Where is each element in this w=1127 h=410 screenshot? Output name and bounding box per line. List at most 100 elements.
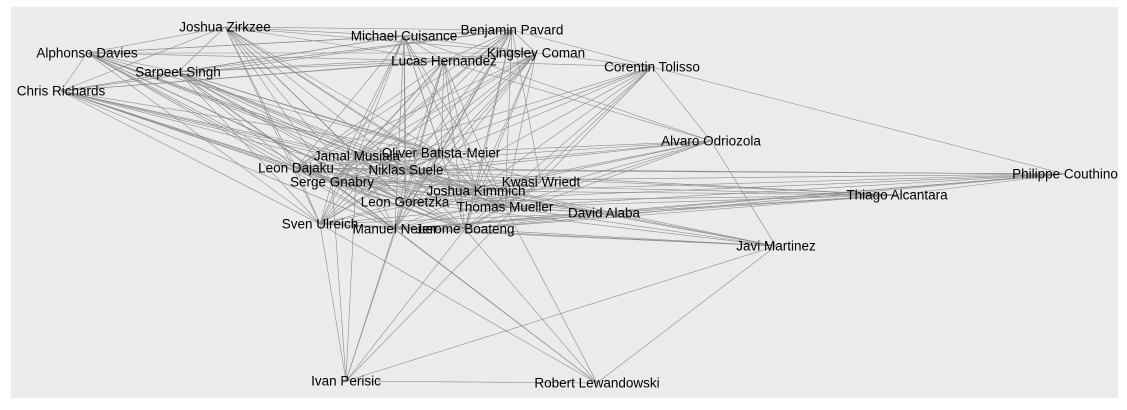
edge-joshua-zirkzee-to-michael-cuisance <box>224 26 405 37</box>
edge-alphonso-davies-to-sven-ulreich <box>86 52 321 225</box>
edge-philippe-couthino-to-joshua-kimmich <box>475 173 1066 192</box>
edge-michael-cuisance-to-jamal-musiala <box>356 35 405 157</box>
edge-thiago-alcantara-to-thomas-mueller <box>504 194 898 208</box>
edge-alvaro-odriozola-to-leon-goretzka <box>404 140 712 203</box>
node-label-jamal-musiala: Jamal Musiala <box>314 149 401 164</box>
edge-chris-richards-to-manuel-neuer <box>60 90 396 230</box>
edge-kwasi-wriedt-to-thomas-mueller <box>504 181 542 208</box>
node-label-alphonso-davies: Alphonso Davies <box>36 46 138 61</box>
edge-jerome-boateng-to-javi-martinez <box>464 228 777 247</box>
node-label-philippe-couthino: Philippe Couthino <box>1012 167 1118 182</box>
edge-kingsley-coman-to-oliver-batista-meier <box>440 52 537 154</box>
edge-leon-dajaku-to-thomas-mueller <box>295 167 506 208</box>
edge-thiago-alcantara-to-david-alaba <box>603 194 898 214</box>
edge-lucas-hernandez-to-chris-richards <box>60 60 445 92</box>
edge-alphonso-davies-to-leon-dajaku <box>86 52 297 169</box>
edge-leon-dajaku-to-sven-ulreich <box>295 167 321 225</box>
edge-corentin-tolisso-to-philippe-couthino <box>651 66 1066 175</box>
edge-leon-dajaku-to-leon-goretzka <box>295 167 406 203</box>
edge-joshua-zirkzee-to-chris-richards <box>60 26 226 92</box>
edge-thomas-mueller-to-jerome-boateng <box>464 206 506 230</box>
edge-manuel-neuer-to-robert-lewandowski <box>394 228 598 384</box>
edge-ivan-perisic-to-robert-lewandowski <box>345 380 598 384</box>
edge-thiago-alcantara-to-manuel-neuer <box>394 194 898 230</box>
edge-lucas-hernandez-to-niklas-suele <box>405 60 445 171</box>
edge-alvaro-odriozola-to-joshua-kimmich <box>475 140 712 192</box>
edge-joshua-zirkzee-to-joshua-kimmich <box>224 26 477 192</box>
edge-david-alaba-to-manuel-neuer <box>394 212 605 230</box>
edge-jamal-musiala-to-ivan-perisic <box>345 155 358 382</box>
edge-sarpeet-singh-to-niklas-suele <box>177 71 407 171</box>
edge-manuel-neuer-to-javi-martinez <box>394 228 777 247</box>
edge-alvaro-odriozola-to-jamal-musiala <box>356 140 712 157</box>
edge-alvaro-odriozola-to-jerome-boateng <box>464 140 712 230</box>
edge-joshua-zirkzee-to-sarpeet-singh <box>177 26 226 73</box>
edge-lucas-hernandez-to-sven-ulreich <box>319 60 445 225</box>
edge-jerome-boateng-to-ivan-perisic <box>345 228 466 382</box>
edge-alphonso-davies-to-jamal-musiala <box>86 52 358 157</box>
edge-thomas-mueller-to-david-alaba <box>504 206 605 214</box>
node-label-jerome-boateng: Jerome Boateng <box>415 222 514 237</box>
edge-joshua-kimmich-to-sven-ulreich <box>319 190 477 225</box>
edge-corentin-tolisso-to-serge-gnabry <box>331 66 653 183</box>
edge-kingsley-coman-to-joshua-kimmich <box>475 52 537 192</box>
edge-kingsley-coman-to-leon-dajaku <box>295 52 537 169</box>
edge-kingsley-coman-to-leon-goretzka <box>404 52 537 203</box>
node-label-joshua-kimmich: Joshua Kimmich <box>426 184 525 199</box>
edge-alvaro-odriozola-to-niklas-suele <box>405 140 712 171</box>
node-label-oliver-batista-meier: Oliver Batista-Meier <box>382 146 501 161</box>
edge-sarpeet-singh-to-sven-ulreich <box>177 71 321 225</box>
edge-michael-cuisance-to-leon-dajaku <box>295 35 405 169</box>
edge-joshua-kimmich-to-thiago-alcantara <box>475 190 898 196</box>
edge-benjamin-pavard-to-sarpeet-singh <box>177 29 513 73</box>
edge-david-alaba-to-javi-martinez <box>603 212 777 247</box>
edge-manuel-neuer-to-ivan-perisic <box>345 228 396 382</box>
edge-lucas-hernandez-to-alvaro-odriozola <box>443 60 712 142</box>
edge-oliver-batista-meier-to-jamal-musiala <box>356 152 442 157</box>
edge-joshua-zirkzee-to-benjamin-pavard <box>224 26 513 31</box>
edge-thomas-mueller-to-robert-lewandowski <box>504 206 598 384</box>
edge-thomas-mueller-to-javi-martinez <box>504 206 777 247</box>
edge-joshua-kimmich-to-thomas-mueller <box>475 190 506 208</box>
edge-corentin-tolisso-to-alvaro-odriozola <box>651 66 712 142</box>
edge-michael-cuisance-to-lucas-hernandez <box>403 35 445 62</box>
edge-lucas-hernandez-to-leon-goretzka <box>404 60 445 203</box>
node-label-joshua-zirkzee: Joshua Zirkzee <box>179 20 271 35</box>
node-label-david-alaba: David Alaba <box>568 206 641 221</box>
node-label-robert-lewandowski: Robert Lewandowski <box>534 376 659 391</box>
edge-corentin-tolisso-to-leon-goretzka <box>404 66 653 203</box>
edge-sarpeet-singh-to-manuel-neuer <box>177 71 396 230</box>
node-label-benjamin-pavard: Benjamin Pavard <box>461 23 564 38</box>
edge-chris-richards-to-joshua-kimmich <box>60 90 477 192</box>
node-label-corentin-tolisso: Corentin Tolisso <box>604 60 700 75</box>
node-label-sarpeet-singh: Sarpeet Singh <box>135 65 221 80</box>
edge-alvaro-odriozola-to-thomas-mueller <box>504 140 712 208</box>
node-label-sven-ulreich: Sven Ulreich <box>282 217 359 232</box>
edge-niklas-suele-to-thiago-alcantara <box>405 169 898 196</box>
edge-benjamin-pavard-to-corentin-tolisso <box>511 29 653 68</box>
edge-benjamin-pavard-to-serge-gnabry <box>331 29 513 183</box>
edge-sven-ulreich-to-jerome-boateng <box>319 223 466 230</box>
node-label-thiago-alcantara: Thiago Alcantara <box>846 188 948 203</box>
edge-niklas-suele-to-philippe-couthino <box>405 169 1066 175</box>
edge-serge-gnabry-to-jerome-boateng <box>331 181 466 230</box>
edge-kingsley-coman-to-jamal-musiala <box>356 52 537 157</box>
edge-niklas-suele-to-javi-martinez <box>405 169 777 247</box>
edge-joshua-zirkzee-to-niklas-suele <box>224 26 407 171</box>
edge-lucas-hernandez-to-oliver-batista-meier <box>440 60 445 154</box>
edge-chris-richards-to-oliver-batista-meier <box>60 90 442 154</box>
edge-lucas-hernandez-to-serge-gnabry <box>331 60 445 183</box>
node-label-javi-martinez: Javi Martinez <box>736 239 816 254</box>
edge-philippe-couthino-to-jerome-boateng <box>464 173 1066 230</box>
edge-niklas-suele-to-manuel-neuer <box>394 169 407 230</box>
edge-benjamin-pavard-to-manuel-neuer <box>394 29 513 230</box>
edge-thiago-alcantara-to-leon-goretzka <box>404 194 898 203</box>
edge-lucas-hernandez-to-thomas-mueller <box>443 60 506 208</box>
edge-javi-martinez-to-robert-lewandowski <box>596 245 777 384</box>
edge-sven-ulreich-to-ivan-perisic <box>319 223 347 382</box>
edge-niklas-suele-to-joshua-kimmich <box>405 169 477 192</box>
edge-serge-gnabry-to-joshua-kimmich <box>331 181 477 192</box>
edge-philippe-couthino-to-leon-goretzka <box>404 173 1066 203</box>
edge-alvaro-odriozola-to-manuel-neuer <box>394 140 712 230</box>
